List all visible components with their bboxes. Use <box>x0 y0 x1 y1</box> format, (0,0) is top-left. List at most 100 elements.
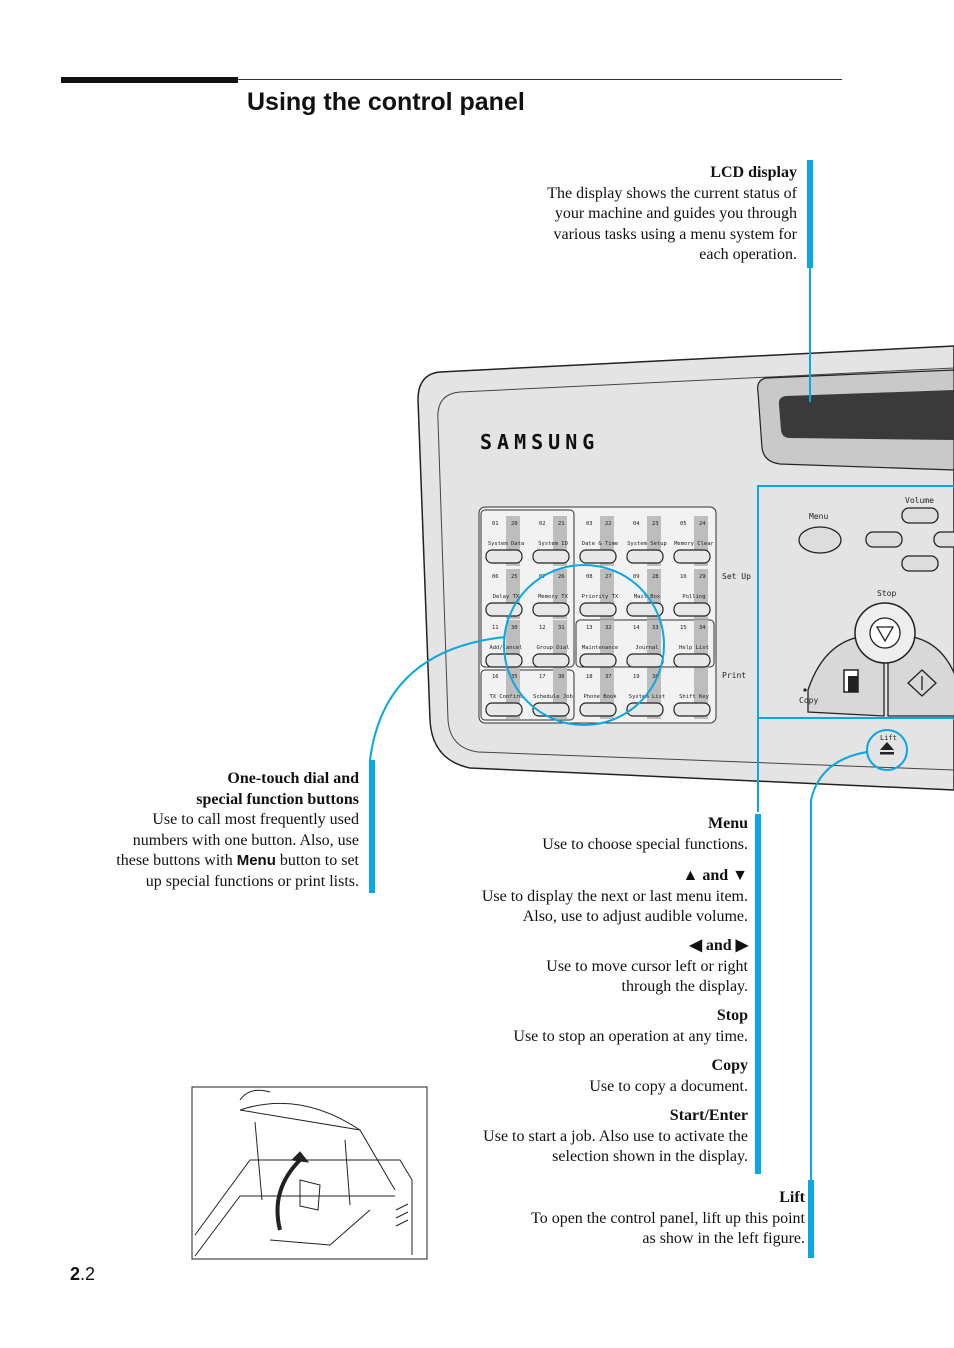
one-touch-button <box>673 602 711 617</box>
button-number: 32 <box>605 625 612 631</box>
up-arrow-icon: ▲ <box>682 867 699 884</box>
one-touch-button <box>673 653 711 668</box>
right-arrow-icon: ▶ <box>735 937 748 954</box>
lcd-text-3: various tasks using a menu system for <box>553 225 797 243</box>
button-label: Help List <box>679 645 709 651</box>
button-number: 15 <box>680 625 687 631</box>
updown-text-2: Also, use to adjust audible volume. <box>522 908 748 925</box>
one-touch-button <box>579 653 617 668</box>
button-label: Date & Time <box>582 541 618 547</box>
lcd-text-4: each operation. <box>699 246 797 263</box>
button-label: System ID <box>538 541 568 547</box>
stop-callout: Stop Use to stop an operation at any tim… <box>368 1006 748 1047</box>
copy-callout: Copy Use to copy a document. <box>368 1056 748 1097</box>
button-label: Polling <box>682 594 705 600</box>
button-number: 04 <box>633 521 640 527</box>
button-number: 02 <box>539 521 546 527</box>
button-number: 23 <box>652 521 659 527</box>
left-arrow-icon: ◀ <box>689 937 702 954</box>
lcd-heading: LCD display <box>710 164 797 181</box>
button-number: 17 <box>539 674 546 680</box>
lift-heading: Lift <box>779 1189 805 1206</box>
one-touch-button <box>532 549 570 564</box>
menu-label: Menu <box>809 512 828 521</box>
stop-heading: Stop <box>716 1007 748 1024</box>
button-number: 20 <box>511 521 518 527</box>
button-number: 37 <box>605 674 612 680</box>
button-label: Memory Clear <box>674 541 714 547</box>
updown-and: and <box>702 867 729 884</box>
leftright-text-1: Use to move cursor left or right <box>546 957 748 975</box>
button-number: 30 <box>511 625 518 631</box>
menu-heading: Menu <box>708 815 748 832</box>
down-button <box>901 555 939 572</box>
button-number: 06 <box>492 574 499 580</box>
button-label: Group Dial <box>536 645 569 651</box>
button-number: 14 <box>633 625 640 631</box>
volume-label: Volume <box>905 496 934 505</box>
one-touch-button <box>579 602 617 617</box>
lift-label: Lift <box>880 734 897 742</box>
button-label: Phone Book <box>583 694 617 700</box>
onetouch-callout-bar <box>369 760 375 893</box>
button-number: 36 <box>558 674 565 680</box>
lcd-text-1: The display shows the current status of <box>547 184 797 202</box>
one-touch-button <box>673 549 711 564</box>
button-number: 05 <box>680 521 687 527</box>
button-number: 18 <box>586 674 593 680</box>
onetouch-text-2: numbers with one button. Also, use <box>132 831 359 849</box>
button-number: 16 <box>492 674 499 680</box>
copy-label: Copy <box>799 696 818 705</box>
leftright-callout: ◀ and ▶ Use to move cursor left or right… <box>368 936 748 998</box>
header-rule-thin <box>238 79 842 80</box>
button-number: 09 <box>633 574 640 580</box>
lcd-text-2: your machine and guides you through <box>554 205 797 222</box>
button-number: 12 <box>539 625 546 631</box>
updown-text-1: Use to display the next or last menu ite… <box>481 887 748 905</box>
button-number: 22 <box>605 521 612 527</box>
one-touch-button <box>485 549 523 564</box>
button-label: TX Confirm <box>489 694 523 700</box>
onetouch-text-3a: these buttons with <box>116 852 233 869</box>
lift-text-2: as show in the left figure. <box>642 1230 805 1247</box>
one-touch-button <box>579 702 617 717</box>
button-number: 38 <box>652 674 659 680</box>
leftright-and: and <box>705 937 732 954</box>
lift-figure <box>194 1089 413 1257</box>
setup-label: Set Up <box>722 572 751 581</box>
start-heading: Start/Enter <box>669 1107 748 1124</box>
button-label: Journal <box>635 645 658 651</box>
button-label: Delay TX <box>493 594 520 600</box>
start-text-2: selection shown in the display. <box>552 1148 748 1165</box>
onetouch-text-3b: button to set <box>279 852 359 869</box>
copy-text: Use to copy a document. <box>589 1077 748 1095</box>
button-number: 33 <box>652 625 659 631</box>
start-text-1: Use to start a job. Also use to activate… <box>483 1127 748 1145</box>
button-label: Shift Key <box>679 694 709 700</box>
one-touch-button <box>579 549 617 564</box>
leftright-text-2: through the display. <box>621 978 749 995</box>
onetouch-heading-1: One-touch dial and <box>227 770 359 787</box>
button-label: Memory TX <box>538 594 568 600</box>
stop-label: Stop <box>877 589 896 598</box>
stop-text: Use to stop an operation at any time. <box>513 1027 748 1045</box>
lift-text-1: To open the control panel, lift up this … <box>531 1209 805 1227</box>
button-number: 21 <box>558 521 565 527</box>
button-label: Maintenance <box>582 645 618 651</box>
button-number: 24 <box>699 521 706 527</box>
button-label: Priority TX <box>582 594 619 600</box>
start-callout: Start/Enter Use to start a job. Also use… <box>368 1106 748 1168</box>
stop-button <box>869 617 901 649</box>
lift-callout-bar <box>808 1180 814 1258</box>
one-touch-button <box>532 653 570 668</box>
updown-callout: ▲ and ▼ Use to display the next or last … <box>368 866 748 928</box>
button-label: System Setup <box>627 541 667 547</box>
onetouch-text-1: Use to call most frequently used <box>152 811 359 828</box>
button-number: 10 <box>680 574 687 580</box>
page-title: Using the control panel <box>247 88 525 116</box>
brand-logo: SAMSUNG <box>480 430 599 454</box>
right-button <box>933 531 954 548</box>
button-number: 28 <box>652 574 659 580</box>
button-number: 26 <box>558 574 565 580</box>
